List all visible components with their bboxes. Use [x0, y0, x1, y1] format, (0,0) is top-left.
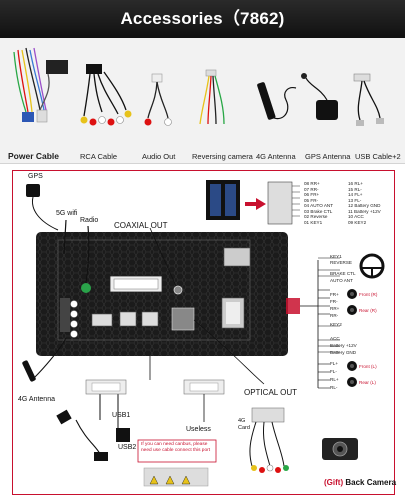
page-title: Accessories（7862): [0, 0, 405, 38]
label-fr-minus: FR-: [330, 299, 338, 304]
title-text: Accessories: [120, 9, 223, 28]
label-fr-plus: FR+: [330, 292, 339, 297]
radio-port: [81, 283, 91, 293]
label-key2: KEY2: [330, 322, 342, 327]
reversing-camera-cable-icon: [199, 69, 225, 125]
tag-rear-left: Rear (L): [359, 380, 376, 385]
power-cable-icon: [13, 47, 68, 123]
pin-item: 15 RL-: [348, 186, 362, 192]
wiring-diagram-frame: [12, 170, 395, 495]
label-reverse: REVERSE: [330, 260, 352, 265]
label-auto-ant: AUTO ANT: [330, 278, 353, 283]
label-rl-plus: RL+: [330, 377, 339, 382]
label-fl-minus: FL-: [330, 369, 337, 374]
pin-item: 16 RL+: [348, 181, 363, 186]
gps-antenna-icon: [301, 73, 338, 120]
pin-item: 12 Battery GND: [348, 203, 381, 208]
label-usb2: USB2: [118, 444, 137, 451]
pin-item: 04 AUTO ANT: [304, 203, 334, 208]
canbus-note-box: [137, 439, 217, 463]
label-rl-minus: RL-: [330, 385, 338, 390]
tag-rear-right: Rear (R): [359, 308, 377, 313]
accessory-label-reversing-camera: Reversing camera: [192, 152, 253, 161]
pin-item: 13 FL-: [348, 197, 362, 203]
tag-front-right: Front (R): [359, 292, 378, 297]
label-optical-out: OPTICAL OUT: [244, 388, 298, 397]
label-gps: GPS: [28, 173, 43, 180]
label-battery-12v: Battery +12V: [330, 343, 357, 348]
pin-item: 05 FR-: [304, 197, 319, 203]
usb-cable-icon: [353, 73, 384, 126]
pin-item: 09 KEY2: [348, 219, 367, 225]
canbus-note: If you can need canbus, please need use …: [141, 442, 211, 453]
label-coaxial-out: COAXIAL OUT: [114, 221, 168, 230]
pin-list-right: 16 RL+ 15 RL- 14 FL+ 13 FL- 12 Battery G…: [348, 181, 381, 225]
antenna-4g-icon: [257, 82, 297, 120]
pin-list-left: 08 RR+ 07 RR- 06 FR+ 05 FR- 04 AUTO ANT …: [304, 181, 333, 225]
back-camera-caption: (Gift) Back Camera: [324, 478, 396, 487]
optical-port: [171, 307, 195, 331]
label-radio: Radio: [80, 217, 99, 224]
label-useless: Useless: [186, 426, 211, 433]
label-4g-card: 4G Card: [238, 418, 250, 431]
label-rr-plus: RR+: [330, 306, 340, 311]
coaxial-port: [173, 285, 183, 295]
label-key1: KEY1: [330, 254, 342, 259]
audio-out-icon: [144, 73, 172, 126]
rca-cable-icon: [80, 64, 132, 126]
pin-item: 03 Brake CTL: [304, 208, 333, 214]
label-rr-minus: RR-: [330, 313, 339, 318]
pin-item: 02 Reverse: [304, 214, 328, 219]
back-camera-label: Back Camera: [345, 478, 397, 487]
accessory-label-audio-out: Audio Out: [142, 152, 176, 161]
accessories-row: [0, 38, 405, 164]
accessory-label-usb-cable: USB Cable+2: [355, 152, 401, 161]
label-usb1: USB1: [112, 412, 131, 419]
title-code: （7862): [222, 9, 285, 28]
pin-item: 11 Battery +12V: [348, 208, 381, 214]
pin-item: 10 ACC: [348, 214, 364, 219]
pin-item: 06 FR+: [304, 192, 320, 197]
label-5g-wifi: 5G wifi: [56, 210, 78, 217]
pin-item: 14 FL+: [348, 192, 363, 197]
tag-front-left: Front (L): [359, 364, 377, 369]
label-brake: BRAKE CTL: [330, 271, 356, 276]
accessory-label-rca-cable: RCA Cable: [80, 152, 118, 161]
gift-tag: (Gift): [324, 478, 344, 487]
label-acc: ACC: [330, 336, 340, 341]
label-battery-gnd: Battery GND: [330, 350, 357, 355]
accessory-label-gps-antenna: GPS Antenna: [305, 152, 351, 161]
pin-item: 01 KEY1: [304, 219, 323, 225]
pin-item: 07 RR-: [304, 186, 319, 192]
pin-item: 08 RR+: [304, 181, 320, 186]
accessory-label-power-cable: Power Cable: [8, 151, 60, 161]
label-fl-plus: FL+: [330, 361, 339, 366]
title-bar: [0, 0, 405, 38]
accessory-label-4g-antenna: 4G Antenna: [256, 152, 296, 161]
label-4g-antenna: 4G Antenna: [18, 396, 55, 403]
